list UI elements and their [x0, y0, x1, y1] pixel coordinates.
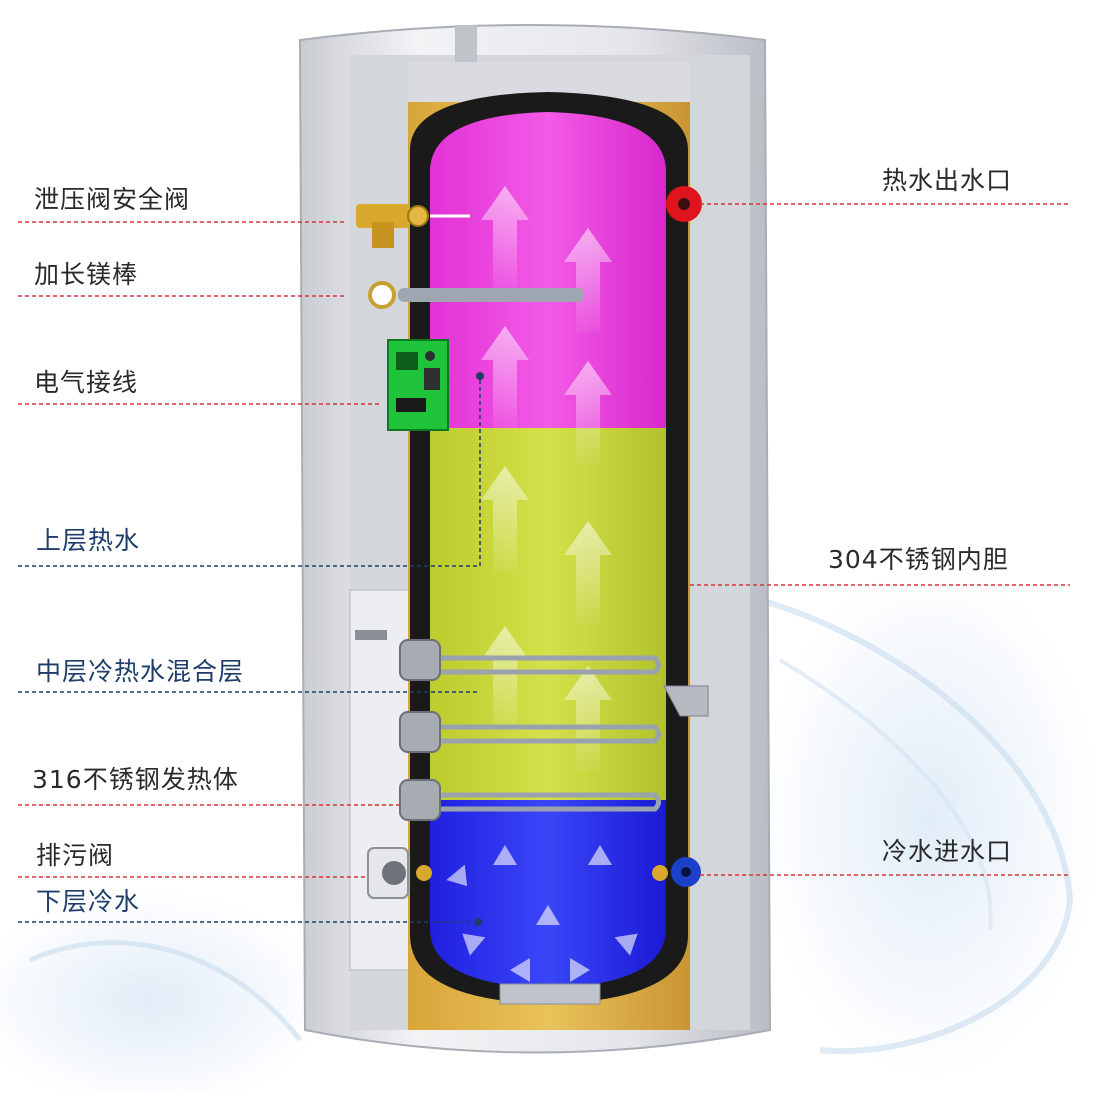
leader-dot-lower-cold-water — [474, 918, 482, 926]
cold-water-zone — [430, 800, 666, 988]
cold-water-inlet-part — [652, 857, 701, 887]
leader-dot-upper-hot-water — [476, 372, 484, 380]
label-inner-tank: 304不锈钢内胆 — [828, 545, 1009, 574]
label-relief-valve: 泄压阀安全阀 — [34, 185, 191, 214]
magnesium-rod-part — [368, 281, 584, 309]
rising-flow-arrows — [446, 186, 638, 982]
label-middle-mix-layer: 中层冷热水混合层 — [36, 657, 245, 686]
leader-lines — [18, 203, 1070, 923]
mixed-water-zone — [430, 428, 666, 800]
side-bracket — [663, 685, 709, 717]
water-splash-decoration — [0, 560, 1098, 1094]
label-electrical-wiring: 电气接线 — [34, 368, 139, 397]
hot-water-outlet-part — [666, 186, 702, 222]
relief-valve-part — [356, 204, 470, 248]
water-zones — [430, 112, 666, 988]
heating-element-part — [399, 639, 661, 821]
label-upper-hot-water: 上层热水 — [36, 526, 141, 555]
label-magnesium-rod: 加长镁棒 — [34, 260, 139, 289]
bottom-fitting — [499, 983, 601, 1005]
leader-upper-hot-water — [18, 376, 481, 567]
label-heating-element: 316不锈钢发热体 — [32, 765, 239, 794]
label-lower-cold-water: 下层冷水 — [36, 887, 141, 916]
hot-water-zone — [430, 112, 666, 428]
label-cold-water-inlet: 冷水进水口 — [882, 837, 1013, 866]
circuit-board-part — [387, 339, 449, 431]
drain-valve-part — [367, 847, 432, 899]
label-drain-valve: 排污阀 — [36, 841, 115, 870]
label-hot-water-outlet: 热水出水口 — [882, 166, 1013, 195]
